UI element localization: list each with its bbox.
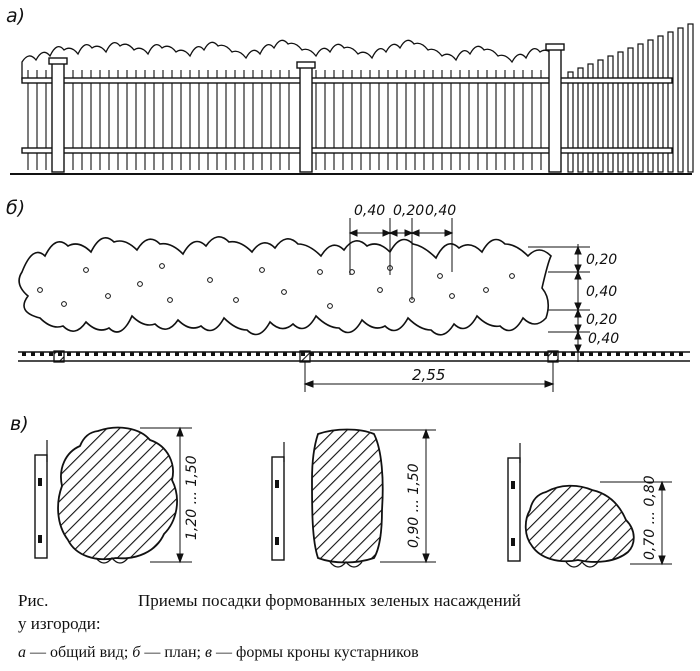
figure-caption-title: Рис. Приемы посадки формованных зеленых н… [18, 591, 688, 611]
fence-rail-top [21, 77, 673, 84]
plan-post [299, 350, 311, 363]
plan-post [547, 350, 559, 363]
figure-caption-title-cont: у изгороди: [18, 614, 688, 634]
fence-rail-bottom [21, 147, 673, 154]
shrub-crown-rounded [57, 426, 178, 561]
fence-post [296, 61, 316, 69]
caption-title-line2: у изгороди: [18, 614, 101, 633]
figure-caption-legend: а — общий вид; б — план; в — формы кроны… [18, 644, 688, 662]
right-depth-dimension [528, 244, 590, 362]
legend-c-letter: в [205, 644, 212, 661]
legend-b-text: — план; [140, 644, 205, 661]
post-span-dimension [303, 362, 555, 392]
dim-rounded-height: 1,20 ... 1,50 [184, 455, 200, 540]
hedge-foliage-outline [21, 39, 555, 81]
dim-top-3: 0,40 [425, 203, 456, 219]
fence-plan-view: 0,40 0,20 0,40 0,20 0,40 0,20 0,40 2,55 [18, 203, 690, 392]
shrub-low: 0,70 ... 0,80 [507, 443, 672, 568]
dim-low-height: 0,70 ... 0,80 [642, 475, 658, 560]
fence-planting-figure: а) б) [6, 5, 694, 568]
legend-a-letter: а [18, 644, 26, 661]
dim-right-3: 0,20 [586, 312, 617, 328]
shrub-crown-forms: 1,20 ... 1,50 0,90 ... 1,50 [34, 426, 672, 568]
fence-posts [48, 43, 565, 173]
fence-post [51, 61, 65, 173]
fence-post [545, 43, 565, 51]
hedge-plan-outline [18, 236, 552, 336]
dim-right-2: 0,40 [586, 284, 617, 300]
plan-post [53, 350, 65, 363]
legend-c-text: — формы кроны кустарников [211, 644, 419, 661]
panel-c-label: в) [10, 413, 29, 435]
dim-top-1: 0,40 [354, 203, 385, 219]
dim-top-2: 0,20 [393, 203, 424, 219]
fence-general-view [10, 23, 694, 175]
shrub-columnar: 0,90 ... 1,50 [271, 428, 436, 568]
fence-post [299, 65, 313, 173]
caption-title-line1: Приемы посадки формованных зеленых насаж… [138, 591, 521, 610]
panel-b-label: б) [6, 197, 25, 219]
legend-b-letter: б [132, 644, 141, 661]
legend-a-text: — общий вид; [26, 644, 133, 661]
dim-post-span: 2,55 [412, 366, 445, 384]
dim-right-4: 0,40 [588, 331, 619, 347]
top-spacing-dimension [348, 218, 454, 300]
fence-post [548, 47, 562, 173]
panel-a-label: а) [6, 5, 25, 27]
dim-right-1: 0,20 [586, 252, 617, 268]
shrub-crown-columnar [311, 428, 384, 564]
fence-post [48, 57, 68, 65]
dim-columnar-height: 0,90 ... 1,50 [406, 463, 422, 548]
caption-prefix: Рис. [18, 591, 49, 610]
shrub-crown-low [524, 484, 635, 563]
shrub-centers [37, 263, 515, 309]
shrub-rounded: 1,20 ... 1,50 [34, 426, 200, 564]
